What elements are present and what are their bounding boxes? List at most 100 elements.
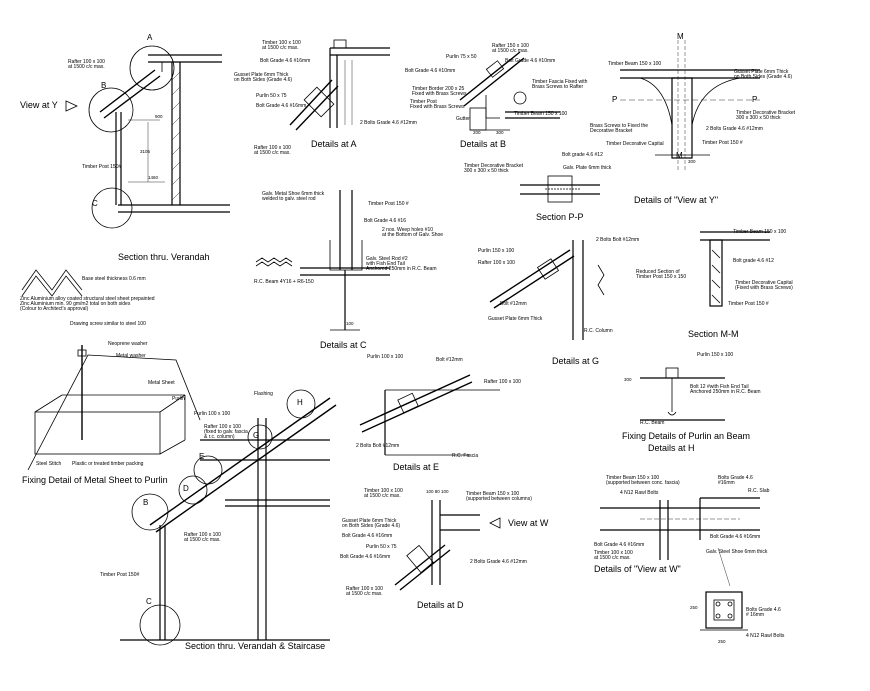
note-g-column: R.C. Column	[584, 328, 613, 334]
title-details-d: Details at D	[417, 600, 464, 610]
section-staircase-drawing	[120, 389, 337, 646]
note-c-shoe: Galv. Metal Shoe 6mm thick welded to gal…	[262, 191, 325, 202]
tag-c-stair: C	[146, 597, 152, 606]
details-a-drawing	[289, 39, 390, 131]
note-s-base: Base steel thickness 0.6 mm	[82, 276, 146, 282]
note-a-bolt: Bolt Grade 4.6 #16mm	[260, 58, 311, 64]
note-g-bolts: 2 Bolts Bolt #12mm	[596, 237, 640, 243]
title-details-a: Details at A	[311, 139, 357, 149]
note-s-zinc: Zinc Aluminium alloy coated structural s…	[20, 296, 155, 312]
title-section-pp: Section P-P	[536, 212, 584, 222]
title-fixing-sheet: Fixing Detail of Metal Sheet to Purlin	[22, 475, 168, 485]
title-details-h: Details at H	[648, 443, 695, 453]
note-w-timber: Timber 100 x 100 at 1500 c/c max.	[594, 550, 633, 561]
note-c-bolt: Bolt Grade 4.6 #16	[364, 218, 406, 224]
note-b-bolt: Bolt Grade 4.6 #10mm	[405, 68, 456, 74]
note-s-neo: Neoprene washer	[108, 341, 148, 347]
section-verandah-drawing	[65, 45, 230, 229]
note-w-bolt: Bolt Grade 4.6 #16mm	[594, 542, 645, 548]
note-a-gusset: Gusset Plate 6mm Thick on Both Sides (Gr…	[234, 72, 293, 83]
title-details-g: Details at G	[552, 356, 600, 366]
note-d-bolt: Bolt Grade 4.6 #16mm	[342, 533, 393, 539]
note-s-plastic: Plastic or treated timber packing	[72, 461, 144, 467]
note-s-sheet: Metal Sheet	[148, 380, 175, 386]
details-e-drawing	[359, 374, 500, 456]
details-h-drawing	[640, 367, 725, 421]
tag-d: D	[183, 484, 189, 493]
note-b-gutter: Gutter	[456, 116, 470, 122]
note-g-gusset: Gusset Plate 6mm Thick	[488, 316, 543, 322]
note-pp-bolt: Bolt grade 4.6 #12	[562, 152, 603, 158]
note-pp-plate: Galv. Plate 6mm thick	[563, 165, 612, 171]
note-c-rod: Galv. Steel Rod #2 with Fish End Tail An…	[366, 256, 437, 272]
note-y-gusset: Gusset Plate 6mm Thick on Both Sides (Gr…	[734, 69, 793, 80]
note-a-rafter: Rafter 100 x 100 at 1500 c/c max.	[254, 145, 291, 156]
note-st-post: Timber Post 150#	[100, 572, 140, 578]
note-st-rafter1: Rafter 100 x 100 (fixed to galv. fascia …	[204, 424, 248, 440]
title-view-y-details: Details of "View at Y"	[634, 195, 719, 205]
fixing-sheet-drawing	[21, 269, 201, 471]
dim-d: 100 80 100	[426, 489, 449, 494]
dim-b-1: 200	[473, 130, 481, 135]
tag-e: E	[199, 452, 205, 461]
tag-b-stair: B	[143, 498, 149, 507]
tag-c: C	[92, 199, 98, 208]
note-e-bolt: Bolt #12mm	[436, 357, 463, 363]
note-y-bolts: 2 Bolts Grade 4.6 #12mm	[706, 126, 763, 132]
tag-p-left: P	[612, 95, 618, 104]
note-w-shoe: Galv. Steel Shoe 6mm thick	[706, 549, 768, 555]
title-details-c: Details at C	[320, 340, 367, 350]
title-section-mm: Section M-M	[688, 329, 739, 339]
note-b-border: Timber Border 200 x 25 Fixed with Brass …	[412, 86, 467, 97]
details-view-w-drawing	[600, 497, 760, 631]
note-y-screws: Brass Screws to Fixed the Decorative Bra…	[590, 123, 649, 134]
note-w-bolts: Bolts Grade 4.6 #16mm	[718, 475, 753, 486]
title-view-w-details: Details of "View at W"	[594, 564, 681, 574]
note-y-beam: Timber Beam 150 x 100	[608, 61, 662, 67]
note-pp-bracket: Timber Decorative Bracket 300 x 300 x 50…	[464, 163, 523, 174]
note-c-post: Timber Post 150 #	[368, 201, 409, 207]
details-g-drawing	[489, 240, 605, 340]
note-b-post: Timber Post Fixed with Brass Screws	[410, 99, 465, 110]
note-y-capital: Timber Decorative Capital	[606, 141, 664, 147]
details-d-drawing	[394, 500, 501, 591]
section-mm-drawing	[700, 231, 770, 307]
dim-c: 100	[346, 321, 354, 326]
note-w-purlin: 4 N12 Rawl Bolts	[620, 490, 659, 496]
tag-m-bottom: M	[676, 151, 683, 160]
note-v-rafter: Rafter 100 x 100 at 1500 c/c max.	[68, 59, 105, 70]
note-w-bolt2: Bolt Grade 4.6 #16mm	[710, 534, 761, 540]
dim-h: 300	[624, 377, 632, 382]
note-s-purlin: Purlin	[172, 396, 185, 402]
dim-v-2: 3105	[140, 149, 151, 154]
note-h-beam: R.C. Beam	[640, 420, 665, 426]
dim-w-2: 250	[718, 639, 726, 644]
note-m-post: Timber Post 150 #	[728, 301, 769, 307]
note-a-bolt2: Bolt Grade 4.6 #16mm	[256, 103, 307, 109]
details-view-y-drawing	[620, 40, 760, 170]
note-e-bolts: 2 Bolts Bolt #12mm	[356, 443, 400, 449]
note-w-bolts2: Bolts Grade 4.6 # 16mm	[746, 607, 781, 618]
note-s-stitch: Steel Stitch	[36, 461, 62, 467]
note-w-beam: Timber Beam 150 x 100 (supported between…	[606, 475, 680, 486]
note-e-rafter: Rafter 100 x 100	[484, 379, 521, 385]
note-d-gusset: Gusset Plate 6mm Thick on Both Sides (Gr…	[342, 518, 401, 529]
note-m-bolt: Bolt grade 4.6 #12	[733, 258, 774, 264]
note-a-timber: Timber 100 x 100 at 1500 c/c max.	[262, 40, 301, 51]
note-c-beam: R.C. Beam 4Y16 + R6-150	[254, 279, 314, 285]
note-d-bolt2: Bolt Grade 4.6 #16mm	[340, 554, 391, 560]
details-c-drawing	[255, 190, 390, 331]
dim-b-2: 300	[496, 130, 504, 135]
note-s-metal: Metal washer	[116, 353, 146, 359]
note-b-fascia: Timber Fascia Fixed with Brass Screws to…	[532, 79, 588, 90]
note-b-purlin: Purlin 75 x 50	[446, 54, 477, 60]
label-view-w: View at W	[508, 518, 549, 528]
note-h-bolt: Bolt 12 #with Fish End Tail Anchored 250…	[690, 384, 761, 395]
tag-h: H	[297, 398, 303, 407]
note-b-rafter: Rafter 150 x 100 at 1500 c/c max.	[492, 43, 529, 54]
note-m-reduced: Reduced Section of Timber Post 150 x 150	[636, 269, 687, 280]
dim-v-1: 900	[155, 114, 163, 119]
note-g-bolt: Bolt #12mm	[500, 301, 527, 307]
title-details-b: Details at B	[460, 139, 507, 149]
